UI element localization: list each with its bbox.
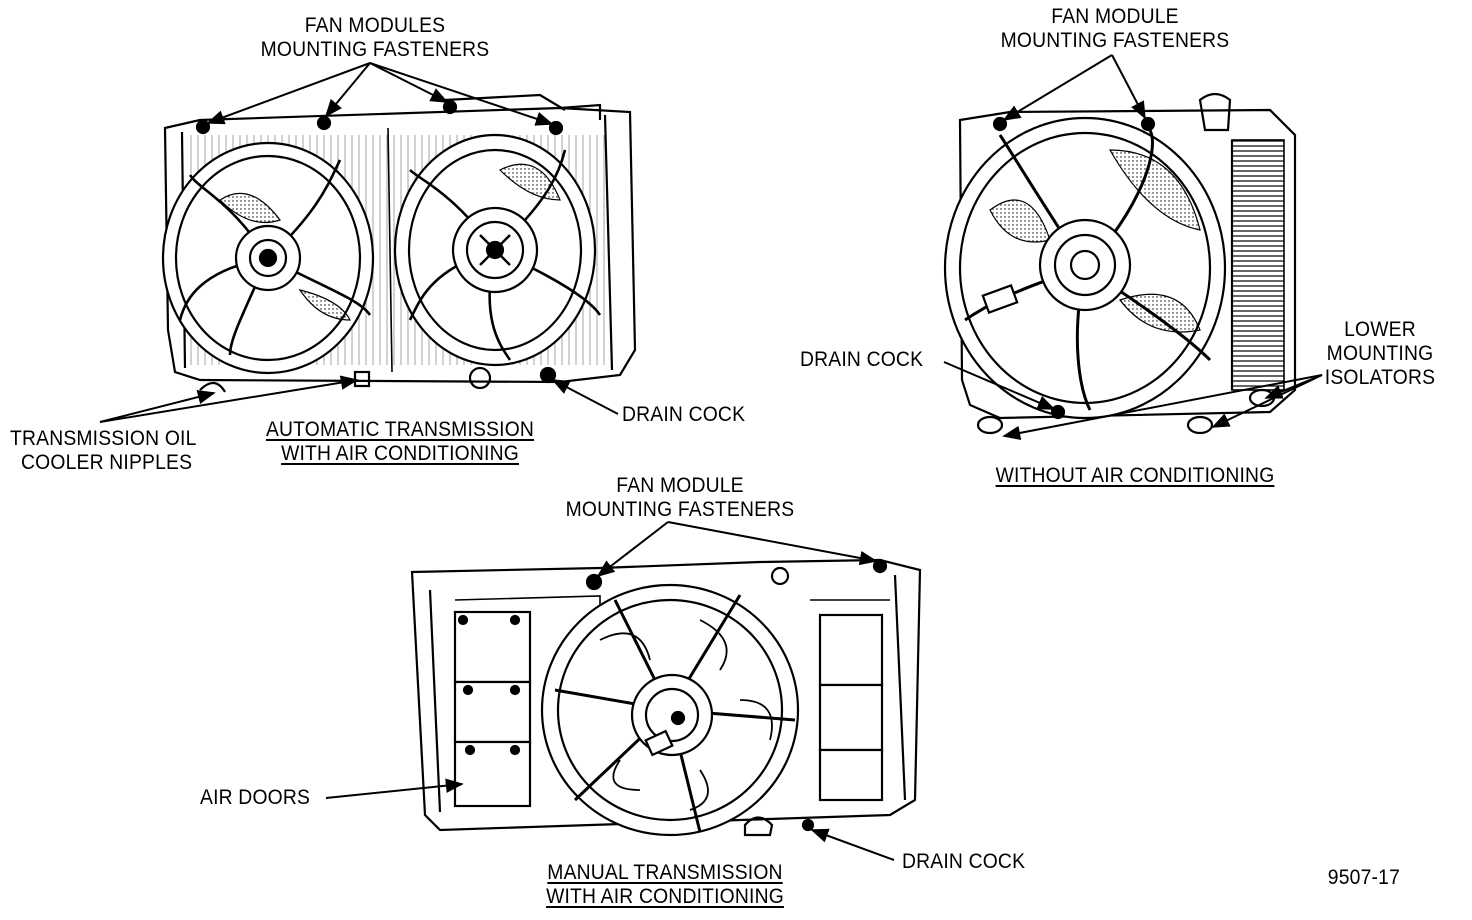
no-ac-caption: WITHOUT AIR CONDITIONING <box>995 464 1275 487</box>
no-ac-assembly <box>943 92 1297 435</box>
auto-ac-fasteners-label: FAN MODULES MOUNTING FASTENERS <box>260 14 490 61</box>
no-ac-fasteners-label: FAN MODULE MOUNTING FASTENERS <box>1000 5 1230 52</box>
auto-ac-cooler-nipples-label: TRANSMISSION OIL COOLER NIPPLES <box>10 427 197 474</box>
manual-ac-air-doors-label: AIR DOORS <box>200 786 311 809</box>
leader-lines <box>99 54 1323 861</box>
manual-ac-drain-cock-label: DRAIN COCK <box>902 850 1026 873</box>
auto-ac-caption: AUTOMATIC TRANSMISSION WITH AIR CONDITIO… <box>265 418 535 465</box>
manual-ac-assembly <box>410 558 922 837</box>
manual-ac-fasteners-label: FAN MODULE MOUNTING FASTENERS <box>565 474 795 521</box>
auto-ac-assembly <box>161 93 637 393</box>
figure-id: 9507-17 <box>1327 866 1400 889</box>
auto-ac-drain-cock-label: DRAIN COCK <box>622 403 746 426</box>
no-ac-drain-cock-label: DRAIN COCK <box>800 348 924 371</box>
no-ac-isolators-label: LOWER MOUNTING ISOLATORS <box>1324 318 1436 389</box>
manual-ac-caption: MANUAL TRANSMISSION WITH AIR CONDITIONIN… <box>546 861 784 908</box>
